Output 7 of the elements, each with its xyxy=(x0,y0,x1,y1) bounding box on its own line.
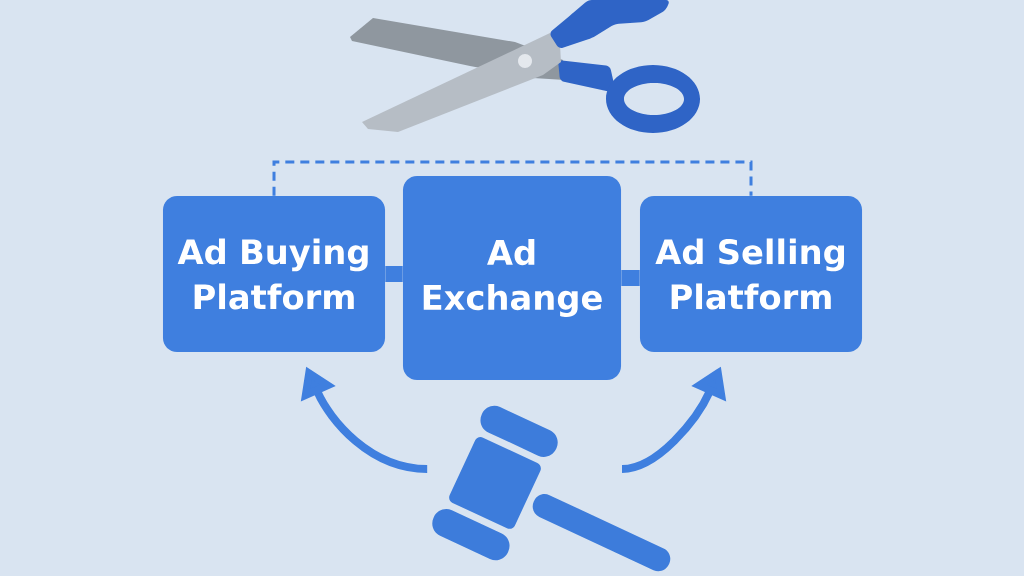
connector-line xyxy=(621,270,640,286)
process-box: Ad Exchange xyxy=(403,175,622,380)
dashed-line xyxy=(272,160,753,196)
connector-line xyxy=(385,266,403,282)
gavel-icon xyxy=(432,405,671,572)
process-box: Ad Buying Platform xyxy=(163,195,386,352)
process-box: Ad Selling Platform xyxy=(640,195,863,352)
